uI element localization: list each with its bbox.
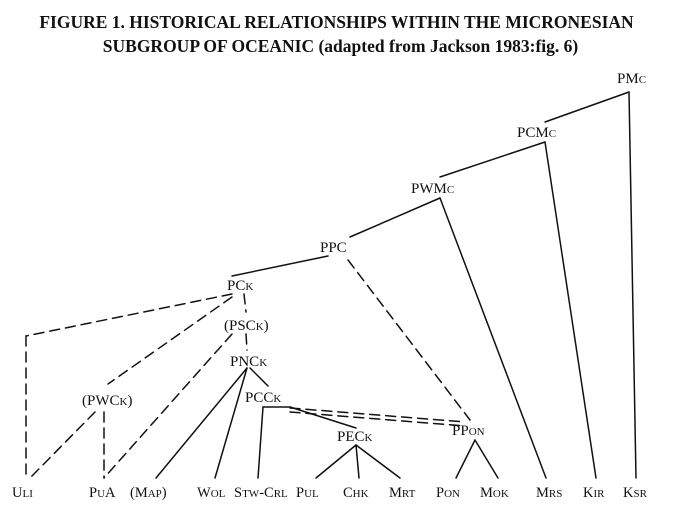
solid-branches: [155, 91, 637, 479]
leaf-ksr: KSR: [623, 485, 648, 501]
dashed-pck-pwck: [107, 296, 233, 385]
dashed-psck-pnck: [245, 333, 248, 351]
branch-pcmc-kir: [544, 141, 597, 479]
dashed-psck-pua: [103, 333, 233, 479]
branch-pcmc-pwmc: [439, 141, 546, 178]
dashed-pcck-ppon-2: [289, 411, 466, 427]
leaf-mrs: MRS: [536, 485, 562, 501]
node-psck: (PSCK): [224, 318, 269, 334]
leaf-chk: CHK: [343, 485, 369, 501]
node-pmc: PMC: [617, 71, 646, 87]
leaf-mok: MOK: [480, 485, 509, 501]
dashed-ppc-ppon: [347, 259, 471, 421]
branch-pmc-pcmc: [544, 91, 630, 123]
node-peck: PECK: [337, 429, 373, 445]
dashed-branches: [25, 259, 471, 479]
branch-ppon-pon: [455, 439, 476, 479]
branch-ppon-mok: [474, 439, 499, 479]
leaf-uli: ULI: [12, 485, 33, 501]
node-pcmc: PCMC: [517, 125, 556, 141]
branch-pwmc-ppc: [349, 197, 441, 238]
node-pck: PCK: [227, 278, 253, 294]
node-ppon: PPON: [452, 423, 485, 439]
dashed-pwck-uli: [29, 411, 96, 479]
branch-pcck-stw-v: [257, 406, 264, 479]
branch-pnck-wol: [214, 367, 248, 479]
node-pwck: (PWCK): [82, 393, 132, 409]
branch-pmc-ksr: [628, 91, 637, 479]
figure-title: FIGURE 1. HISTORICAL RELATIONSHIPS WITHI…: [0, 10, 673, 58]
node-pnck: PNCK: [230, 354, 267, 370]
leaf-pul: PUL: [296, 485, 319, 501]
branch-peck-pul: [315, 444, 357, 479]
branch-pcck-peck: [289, 406, 357, 429]
leaf-mrt: MRT: [389, 485, 416, 501]
branch-pnck-map: [155, 367, 248, 479]
leaf-labels: ULI PUA (MAP) WOL STW-CRL PUL CHK MRT PO…: [12, 485, 648, 501]
leaf-pua: PUA: [89, 485, 116, 501]
dashed-pcck-ppon-1: [289, 407, 466, 423]
branch-pnck-pcck: [249, 367, 269, 387]
leaf-kir: KIR: [583, 485, 605, 501]
leaf-stw-crl: STW-CRL: [234, 485, 288, 501]
branch-ppc-pck: [231, 255, 329, 277]
branch-peck-chk: [355, 444, 360, 479]
dashed-pck-psck: [243, 293, 247, 313]
node-ppc: PPC: [320, 240, 347, 256]
leaf-map: (MAP): [130, 485, 167, 501]
figure-title-line-1: FIGURE 1. HISTORICAL RELATIONSHIPS WITHI…: [39, 12, 634, 32]
figure-title-line-2: SUBGROUP OF OCEANIC (adapted from Jackso…: [102, 36, 579, 56]
node-pcck: PCCK: [245, 390, 281, 406]
node-pwmc: PWMC: [411, 181, 454, 197]
dashed-pck-uli-diag: [25, 293, 233, 337]
branch-peck-mrt: [355, 444, 401, 479]
branch-pwmc-mrs: [439, 197, 547, 479]
node-labels: PMC PCMC PWMC PPC PCK (PSCK) PNCK (PWCK)…: [82, 71, 646, 445]
leaf-pon: PON: [436, 485, 460, 501]
leaf-wol: WOL: [197, 485, 226, 501]
